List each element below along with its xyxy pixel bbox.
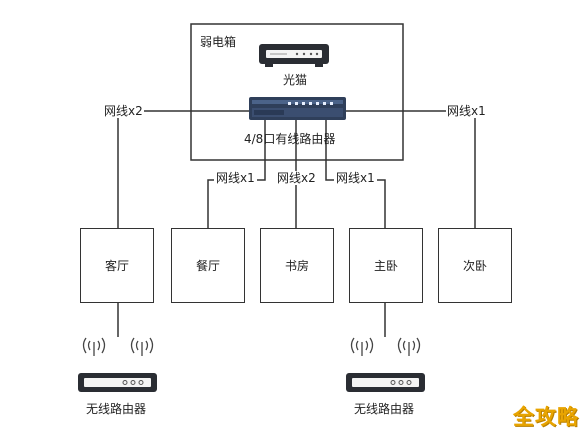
modem-icon	[259, 44, 329, 67]
watermark-logo: 全攻略	[513, 405, 579, 429]
modem-label: 光猫	[283, 73, 308, 87]
wireless-router-right-label: 无线路由器	[354, 402, 415, 416]
cable-label-dining: 网线x1	[214, 171, 257, 185]
room-second: 次卧	[438, 228, 512, 303]
wireless-router-left-label: 无线路由器	[86, 402, 147, 416]
cable-label-study: 网线x2	[275, 171, 318, 185]
room-study: 书房	[260, 228, 334, 303]
cabinet-frame	[190, 23, 404, 161]
room-living: 客厅	[80, 228, 154, 303]
cable-label-living: 网线x2	[103, 104, 144, 118]
room-study-label: 书房	[284, 259, 309, 273]
cable-label-master: 网线x1	[334, 171, 377, 185]
room-master-label: 主卧	[373, 259, 398, 273]
room-master: 主卧	[349, 228, 423, 303]
wifi-signal-left-icon	[82, 337, 154, 356]
wireless-router-right-icon	[346, 373, 425, 392]
room-second-label: 次卧	[462, 259, 487, 273]
room-living-label: 客厅	[104, 259, 129, 273]
wired-router-icon	[249, 97, 346, 120]
room-dining-label: 餐厅	[195, 259, 220, 273]
cabinet-title: 弱电箱	[200, 35, 237, 49]
wifi-signal-right-icon	[350, 337, 421, 356]
cable-living-room-line	[117, 110, 250, 228]
router-label: 4/8口有线路由器	[244, 132, 336, 146]
room-dining: 餐厅	[171, 228, 245, 303]
cable-label-second-bedroom: 网线x1	[446, 104, 487, 118]
wireless-router-left-icon	[78, 373, 157, 392]
cable-second-bedroom-line	[346, 110, 476, 228]
